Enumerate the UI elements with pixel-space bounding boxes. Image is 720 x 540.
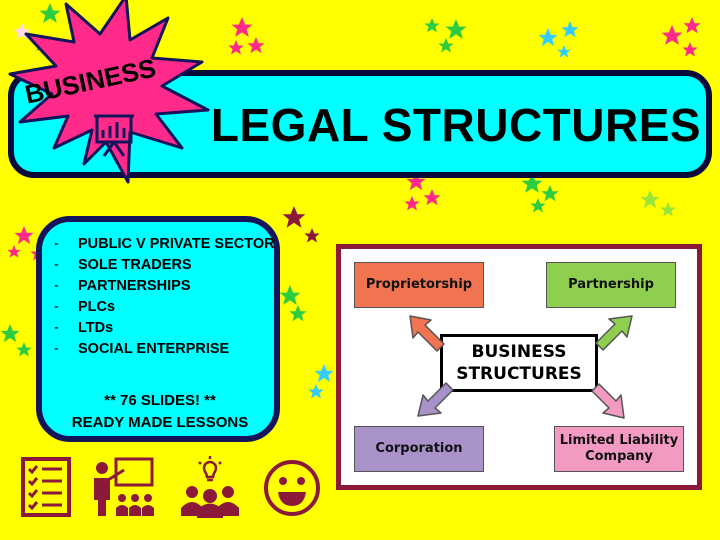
- diagram-arrows: [409, 315, 633, 419]
- ready-note: READY MADE LESSONS: [71, 414, 249, 431]
- business-burst: [8, 0, 210, 184]
- center-box: BUSINESS STRUCTURES: [440, 334, 598, 392]
- list-item: PLCs: [52, 297, 278, 318]
- arrow-up-right-icon: [595, 315, 633, 351]
- team-idea-icon: [181, 456, 239, 518]
- list-item: PUBLIC V PRIVATE SECTOR: [52, 234, 278, 255]
- teacher-icon: [94, 457, 154, 516]
- list-item: PARTNERSHIPS: [52, 276, 278, 297]
- burst-shape: [8, 0, 210, 184]
- page-title: LEGAL STRUCTURES: [210, 99, 702, 151]
- center-line-1: BUSINESS: [471, 342, 567, 362]
- corporation-box: Corporation: [354, 426, 484, 472]
- list-item: SOCIAL ENTERPRISE: [52, 339, 278, 360]
- center-line-2: STRUCTURES: [456, 364, 582, 384]
- arrow-up-left-icon: [409, 315, 445, 352]
- checklist-icon: [21, 457, 71, 517]
- llc-box: Limited Liability Company: [554, 426, 684, 472]
- list-item: LTDs: [52, 318, 278, 339]
- partnership-box: Partnership: [546, 262, 676, 308]
- smiley-face-icon: [264, 460, 320, 516]
- slides-note: ** 76 SLIDES! **: [104, 392, 216, 409]
- arrow-down-left-icon: [417, 382, 454, 417]
- topic-list: PUBLIC V PRIVATE SECTOR SOLE TRADERS PAR…: [52, 234, 278, 360]
- list-item: SOLE TRADERS: [52, 255, 278, 276]
- presentation-board-icon: [94, 114, 134, 157]
- proprietorship-box: Proprietorship: [354, 262, 484, 308]
- arrow-down-right-icon: [591, 383, 625, 419]
